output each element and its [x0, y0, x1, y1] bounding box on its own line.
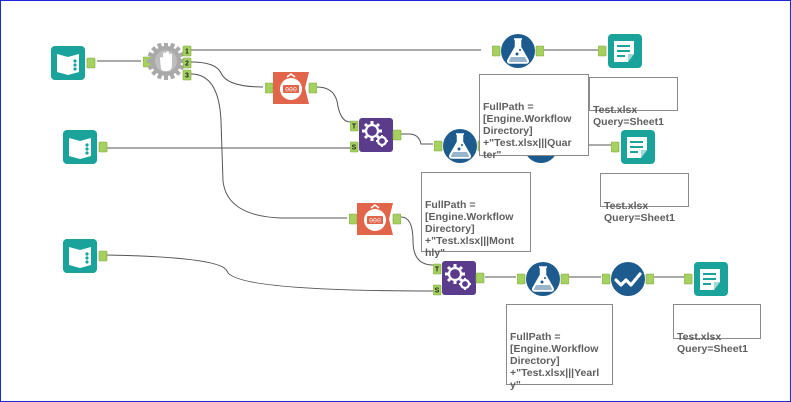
text-counter-tool-2[interactable]: 000: [348, 201, 402, 244]
svg-text:000: 000: [285, 87, 297, 94]
flask-formula-icon: [491, 34, 545, 68]
svg-text:000: 000: [369, 218, 381, 225]
tile-tool[interactable]: 1 2 3: [142, 42, 195, 88]
output-data-tool-2[interactable]: [610, 128, 659, 173]
input-data-tool-1[interactable]: [49, 44, 97, 89]
output-data-tool-3[interactable]: [683, 260, 732, 305]
formula-tool-3[interactable]: [516, 260, 570, 305]
svg-text:T: T: [435, 267, 440, 274]
svg-text:S: S: [435, 288, 440, 295]
svg-text:2: 2: [185, 61, 189, 68]
check-circle-icon: [601, 262, 655, 296]
input-data-book-icon: [63, 239, 108, 273]
output-sheet-icon: [597, 34, 642, 68]
gears-join-icon: TS: [349, 118, 402, 153]
input-data-book-icon: [63, 130, 108, 164]
svg-text:3: 3: [185, 73, 189, 80]
output-data-tool-1[interactable]: [597, 32, 646, 77]
svg-text:T: T: [352, 124, 357, 131]
gears-join-icon: TS: [432, 261, 485, 296]
text-counter-icon: 000: [348, 203, 402, 235]
input-data-tool-3[interactable]: [61, 237, 109, 282]
output-sheet-icon: [683, 262, 728, 296]
svg-text:S: S: [352, 145, 357, 152]
input-data-tool-2[interactable]: [61, 128, 109, 173]
formula-tool-1[interactable]: [491, 32, 545, 77]
hand-stop-gear-icon: 1 2 3: [142, 42, 192, 81]
text-counter-tool-1[interactable]: 000: [264, 70, 318, 113]
svg-text:1: 1: [185, 49, 189, 56]
check-tool-2[interactable]: [601, 260, 655, 305]
output-sheet-icon: [610, 130, 655, 164]
flask-formula-icon: [516, 262, 570, 296]
input-data-book-icon: [51, 46, 96, 80]
text-counter-icon: 000: [264, 72, 318, 104]
